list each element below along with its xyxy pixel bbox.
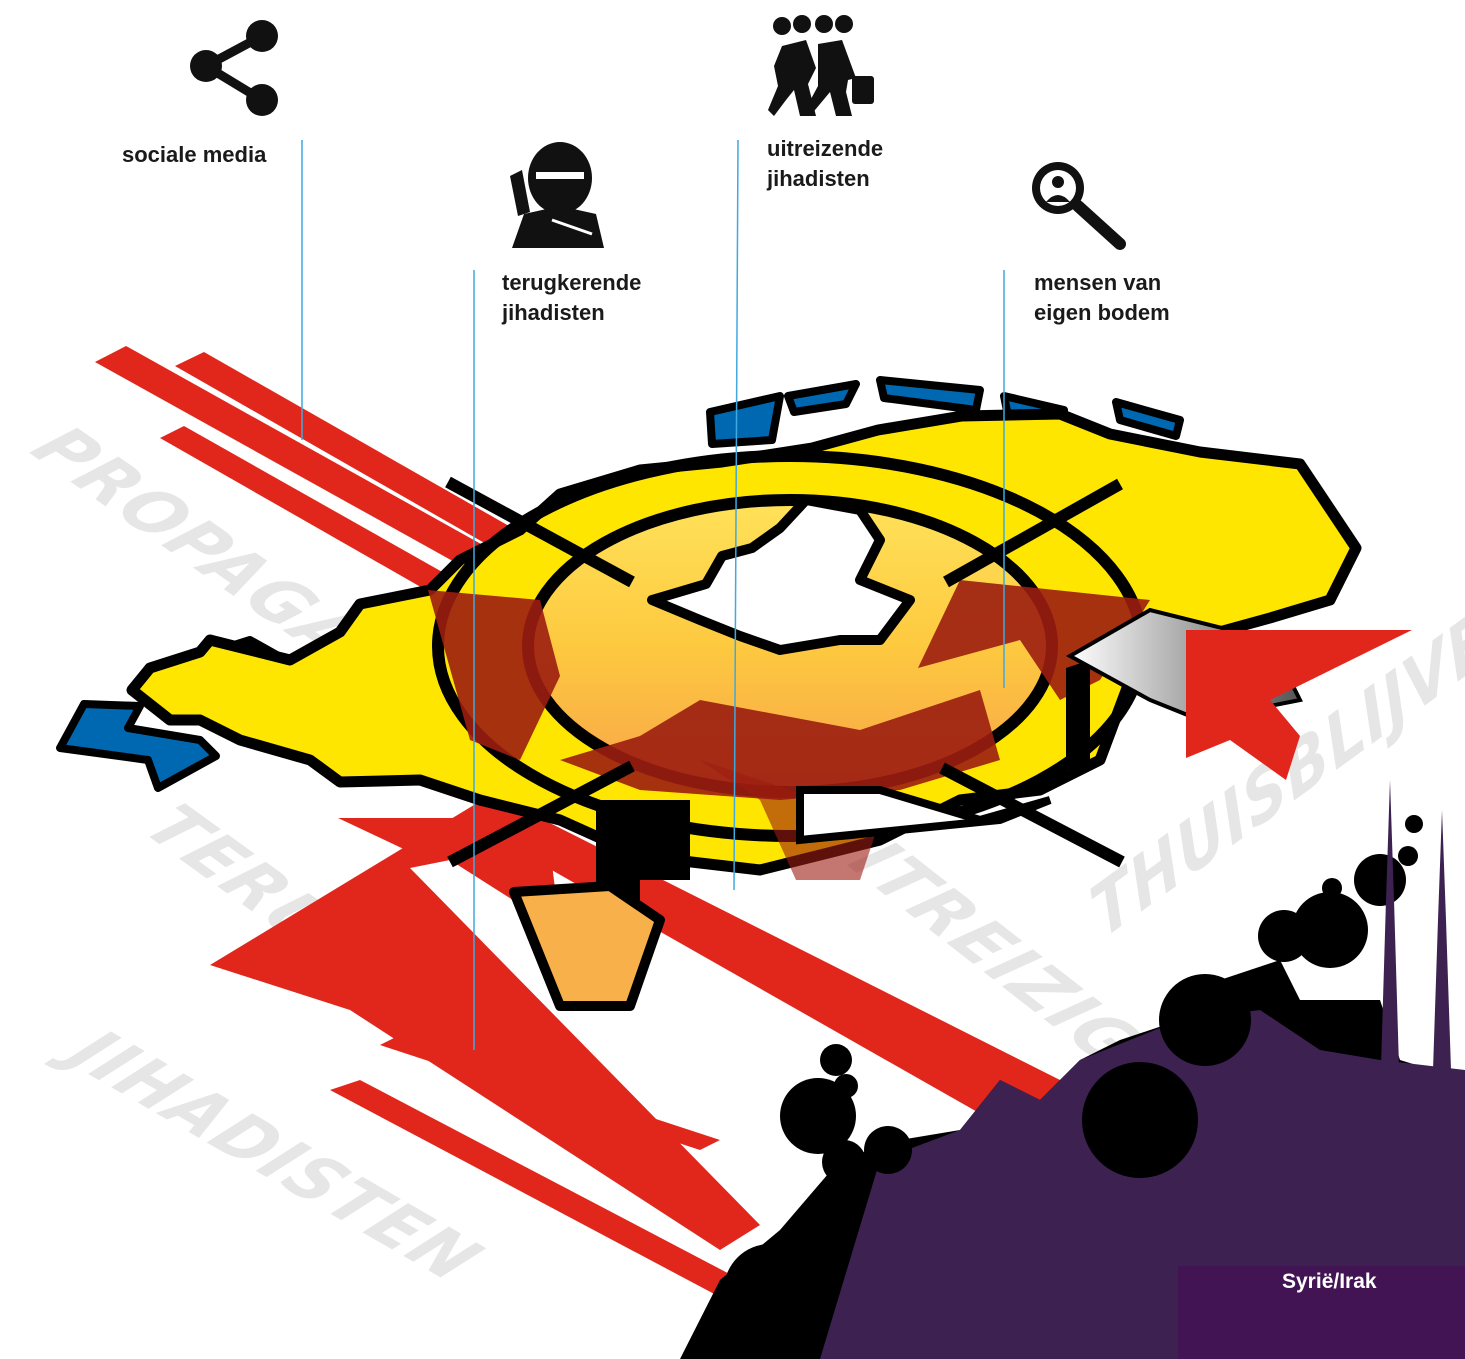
destination-label: Syrië/Irak — [1282, 1270, 1377, 1294]
share-icon — [190, 20, 278, 116]
label-departing-jihadists: uitreizende jihadisten — [767, 134, 883, 194]
person-search-icon — [1032, 162, 1120, 244]
walking-travelers-icon — [768, 15, 874, 116]
label-social-media: sociale media — [122, 140, 266, 170]
label-returning-jihadists: terugkerende jihadisten — [502, 268, 641, 328]
masked-fighter-icon — [510, 142, 604, 248]
label-homegrown: mensen van eigen bodem — [1034, 268, 1170, 328]
destination-panel: Syrië/Irak — [1178, 1266, 1465, 1359]
